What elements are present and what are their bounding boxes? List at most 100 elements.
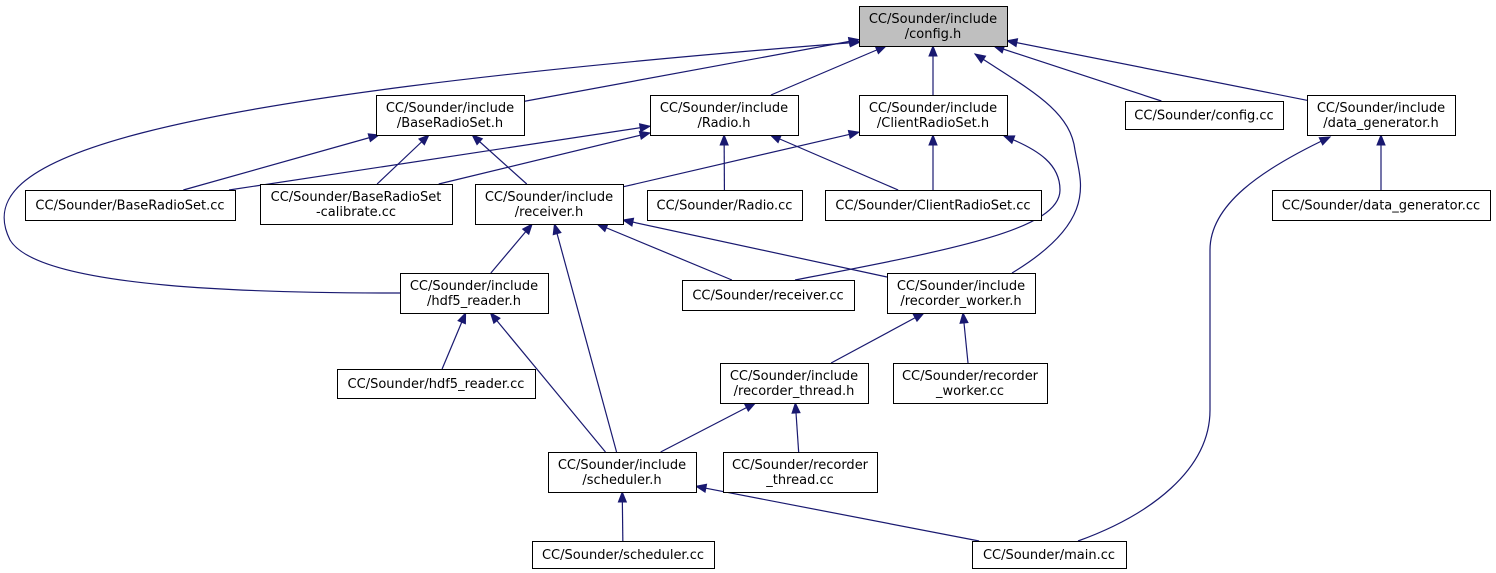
node-hdf5-reader-cc[interactable]: CC/Sounder/hdf5_reader.cc bbox=[337, 369, 536, 399]
node-label: CC/Sounder/include bbox=[485, 190, 613, 205]
edge-line bbox=[622, 219, 888, 278]
node-main-cc[interactable]: CC/Sounder/main.cc bbox=[972, 541, 1127, 569]
node-label: -calibrate.cc bbox=[316, 205, 396, 220]
node-label: /data_generator.h bbox=[1323, 116, 1439, 131]
node-baseradioset-calibrate-cc[interactable]: CC/Sounder/BaseRadioSet-calibrate.cc bbox=[260, 184, 453, 225]
edge-radio_h-to-config_h bbox=[770, 45, 888, 96]
edge-radio_cc-to-radio_h bbox=[719, 133, 729, 191]
arrowhead bbox=[457, 311, 467, 325]
edge-line bbox=[3, 41, 861, 294]
node-scheduler-cc[interactable]: CC/Sounder/scheduler.cc bbox=[532, 541, 715, 569]
node-scheduler-h[interactable]: CC/Sounder/include/scheduler.h bbox=[548, 452, 697, 493]
node-label: CC/Sounder/include bbox=[730, 369, 858, 384]
edge-line bbox=[471, 134, 528, 185]
edge-line bbox=[794, 135, 1061, 281]
node-recorder-thread-h[interactable]: CC/Sounder/include/recorder_thread.h bbox=[720, 363, 869, 404]
node-label: CC/Sounder/BaseRadioSet bbox=[271, 190, 442, 205]
node-radio-cc[interactable]: CC/Sounder/Radio.cc bbox=[647, 190, 803, 221]
node-box bbox=[337, 369, 536, 399]
node-clientradioset-h[interactable]: CC/Sounder/include/ClientRadioSet.h bbox=[859, 95, 1008, 136]
arrowhead bbox=[1318, 136, 1332, 146]
edge-clientradioset_h-to-config_h bbox=[928, 44, 938, 95]
edge-receiver_h-to-clientradioset_h bbox=[622, 129, 861, 188]
arrowhead bbox=[1376, 133, 1386, 146]
node-label: CC/Sounder/include bbox=[869, 101, 997, 116]
edge-recorder_thread_h-to-recorder_worker_h bbox=[830, 312, 926, 364]
node-baseradioset-h[interactable]: CC/Sounder/include/BaseRadioSet.h bbox=[376, 95, 525, 136]
node-box bbox=[548, 452, 697, 493]
edge-recorder_thread_cc-to-recorder_thread_h bbox=[791, 401, 801, 453]
node-hdf5-reader-h[interactable]: CC/Sounder/include/hdf5_reader.h bbox=[400, 273, 549, 314]
node-box bbox=[859, 6, 1008, 47]
arrowhead bbox=[743, 402, 757, 413]
edge-line bbox=[993, 45, 1162, 102]
edge-config_cc-to-config_h bbox=[992, 44, 1162, 102]
edges-layer bbox=[3, 36, 1386, 542]
edge-main_cc-to-scheduler_h bbox=[694, 483, 980, 542]
edge-line bbox=[1077, 136, 1331, 542]
node-label: /scheduler.h bbox=[582, 473, 661, 488]
node-label: /hdf5_reader.h bbox=[427, 294, 521, 309]
edge-line bbox=[974, 53, 1082, 274]
node-receiver-h[interactable]: CC/Sounder/include/receiver.h bbox=[475, 184, 624, 225]
edge-scheduler_h-to-recorder_thread_h bbox=[660, 402, 757, 453]
node-recorder-worker-h[interactable]: CC/Sounder/include/recorder_worker.h bbox=[887, 273, 1036, 314]
node-label: CC/Sounder/receiver.cc bbox=[692, 289, 843, 304]
arrowhead bbox=[847, 129, 861, 140]
node-config-h[interactable]: CC/Sounder/include/config.h bbox=[859, 6, 1008, 47]
arrowhead bbox=[595, 223, 609, 233]
edge-line bbox=[830, 312, 925, 364]
arrowhead bbox=[694, 483, 708, 493]
node-box bbox=[532, 541, 715, 569]
edge-line bbox=[438, 132, 651, 185]
node-label: CC/Sounder/include bbox=[410, 279, 538, 294]
node-box bbox=[1307, 95, 1456, 136]
edge-line bbox=[376, 134, 430, 185]
arrowhead bbox=[638, 123, 652, 133]
arrowhead bbox=[769, 134, 782, 144]
edge-line bbox=[183, 134, 380, 191]
nodes-layer: CC/Sounder/include/config.hCC/Sounder/in… bbox=[25, 6, 1491, 569]
arrowhead bbox=[617, 490, 628, 503]
edge-scheduler_cc-to-scheduler_h bbox=[617, 490, 628, 542]
edge-recorder_worker_cc-to-recorder_worker_h bbox=[959, 311, 969, 364]
node-label: CC/Sounder/data_generator.cc bbox=[1282, 199, 1480, 214]
node-box bbox=[723, 452, 878, 493]
node-data-generator-h[interactable]: CC/Sounder/include/data_generator.h bbox=[1307, 95, 1456, 136]
node-box bbox=[1125, 101, 1284, 130]
node-clientradioset-cc[interactable]: CC/Sounder/ClientRadioSet.cc bbox=[825, 190, 1042, 221]
edge-line bbox=[523, 39, 860, 102]
node-data-generator-cc[interactable]: CC/Sounder/data_generator.cc bbox=[1272, 190, 1491, 221]
arrowhead bbox=[791, 401, 801, 414]
edge-scheduler_h-to-hdf5_reader_h bbox=[489, 311, 606, 453]
edge-baseradioset_cc-to-radio_h bbox=[228, 123, 652, 191]
node-label: CC/Sounder/include bbox=[558, 458, 686, 473]
node-baseradioset-cc[interactable]: CC/Sounder/BaseRadioSet.cc bbox=[25, 190, 236, 221]
node-box bbox=[893, 363, 1048, 404]
edge-line bbox=[770, 45, 887, 96]
node-recorder-thread-cc[interactable]: CC/Sounder/recorder_thread.cc bbox=[723, 452, 878, 493]
arrowhead bbox=[912, 312, 926, 323]
node-recorder-worker-cc[interactable]: CC/Sounder/recorder_worker.cc bbox=[893, 363, 1048, 404]
node-label: CC/Sounder/include bbox=[1317, 101, 1445, 116]
node-label: _worker.cc bbox=[935, 384, 1004, 399]
node-box bbox=[25, 190, 236, 221]
arrowhead bbox=[417, 134, 430, 146]
node-label: CC/Sounder/BaseRadioSet.cc bbox=[35, 199, 224, 214]
edge-data_generator_cc-to-data_generator_h bbox=[1376, 133, 1386, 190]
edge-scheduler_h-to-receiver_h bbox=[552, 222, 618, 453]
edge-line bbox=[770, 134, 899, 191]
node-receiver-cc[interactable]: CC/Sounder/receiver.cc bbox=[682, 280, 855, 311]
node-label: /ClientRadioSet.h bbox=[877, 116, 989, 131]
arrowhead bbox=[849, 38, 862, 48]
edge-receiver_cc-to-clientradioset_h bbox=[794, 135, 1061, 281]
arrowhead bbox=[928, 44, 938, 57]
node-label: CC/Sounder/include bbox=[660, 101, 788, 116]
edge-main_cc-to-data_generator_h bbox=[1077, 136, 1332, 542]
node-label: /receiver.h bbox=[515, 205, 583, 220]
node-config-cc[interactable]: CC/Sounder/config.cc bbox=[1125, 101, 1284, 130]
node-label: CC/Sounder/recorder bbox=[732, 458, 869, 473]
node-radio-h[interactable]: CC/Sounder/include/Radio.h bbox=[650, 95, 799, 136]
arrowhead bbox=[874, 45, 888, 55]
